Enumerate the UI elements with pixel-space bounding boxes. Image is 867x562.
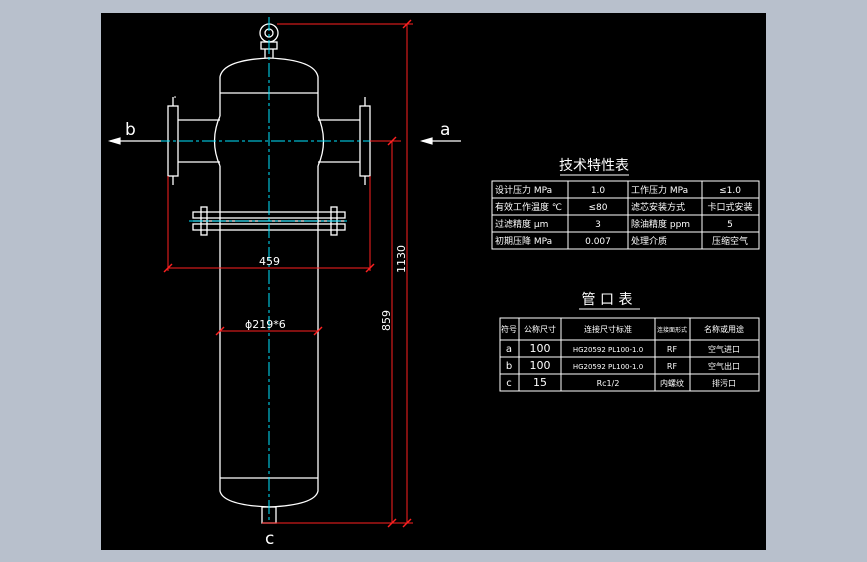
svg-text:符号: 符号: [501, 324, 517, 334]
dimension-ticks: [163, 19, 412, 528]
dim-859: 859: [380, 310, 393, 331]
svg-text:HG20592 PL100-1.0: HG20592 PL100-1.0: [573, 363, 643, 371]
svg-text:有效工作温度 ℃: 有效工作温度 ℃: [495, 201, 562, 213]
dim-1130: 1130: [395, 245, 408, 273]
svg-text:Rc1/2: Rc1/2: [597, 379, 620, 388]
svg-text:≤1.0: ≤1.0: [719, 186, 741, 196]
svg-text:空气出口: 空气出口: [708, 361, 740, 371]
svg-text:RF: RF: [667, 345, 678, 354]
svg-text:0.007: 0.007: [585, 237, 611, 247]
nozzle-table-title: 管 口 表: [582, 292, 633, 308]
tech-table-grid: [491, 180, 760, 250]
port-arrows: [107, 137, 461, 145]
center-lines: [156, 17, 383, 523]
svg-text:过滤精度 μm: 过滤精度 μm: [495, 218, 548, 230]
svg-text:15: 15: [533, 376, 547, 389]
nozzle-table-cells: 符号 公称尺寸 连接尺寸标准 连接面形式 名称或用途 a 100 HG20592…: [501, 324, 744, 389]
svg-text:设计压力 MPa: 设计压力 MPa: [495, 184, 552, 196]
dimension-lines: [167, 23, 413, 524]
svg-text:100: 100: [530, 342, 551, 355]
svg-text:连接面形式: 连接面形式: [657, 326, 687, 334]
nozzle-table-grid: [499, 317, 760, 392]
cad-drawing-canvas[interactable]: b a c 459 ϕ219*6 859 1130 技术特性表 设计压力 MPa…: [101, 13, 766, 550]
svg-text:c: c: [506, 378, 512, 389]
port-b-label: b: [125, 120, 136, 140]
dim-dia: ϕ219*6: [245, 318, 286, 331]
drawing: b a c 459 ϕ219*6 859 1130 技术特性表 设计压力 MPa…: [107, 17, 760, 549]
svg-text:≤80: ≤80: [589, 203, 608, 213]
svg-text:连接尺寸标准: 连接尺寸标准: [584, 324, 632, 334]
svg-text:3: 3: [595, 220, 601, 230]
svg-text:压缩空气: 压缩空气: [712, 235, 748, 247]
svg-text:RF: RF: [667, 362, 678, 371]
svg-text:名称或用途: 名称或用途: [704, 324, 744, 334]
svg-text:除油精度 ppm: 除油精度 ppm: [631, 218, 690, 230]
svg-text:a: a: [506, 344, 512, 355]
svg-text:滤芯安装方式: 滤芯安装方式: [631, 201, 685, 213]
svg-text:1.0: 1.0: [591, 186, 606, 196]
svg-text:初期压降 MPa: 初期压降 MPa: [495, 235, 552, 247]
svg-text:公称尺寸: 公称尺寸: [524, 324, 556, 334]
tech-table-cells: 设计压力 MPa 1.0 工作压力 MPa ≤1.0 有效工作温度 ℃ ≤80 …: [495, 184, 753, 247]
port-a-label: a: [440, 120, 450, 140]
svg-text:HG20592 PL100-1.0: HG20592 PL100-1.0: [573, 346, 643, 354]
svg-text:b: b: [506, 361, 512, 372]
svg-text:空气进口: 空气进口: [708, 344, 740, 354]
port-c-label: c: [265, 529, 274, 549]
tech-table-title: 技术特性表: [559, 158, 629, 174]
svg-text:工作压力 MPa: 工作压力 MPa: [631, 184, 688, 196]
svg-text:5: 5: [727, 220, 733, 230]
svg-text:排污口: 排污口: [712, 378, 736, 388]
svg-text:100: 100: [530, 359, 551, 372]
svg-text:卡口式安装: 卡口式安装: [707, 201, 752, 213]
svg-text:内螺纹: 内螺纹: [660, 378, 684, 388]
svg-text:处理介质: 处理介质: [631, 235, 667, 247]
dim-459: 459: [259, 255, 280, 268]
